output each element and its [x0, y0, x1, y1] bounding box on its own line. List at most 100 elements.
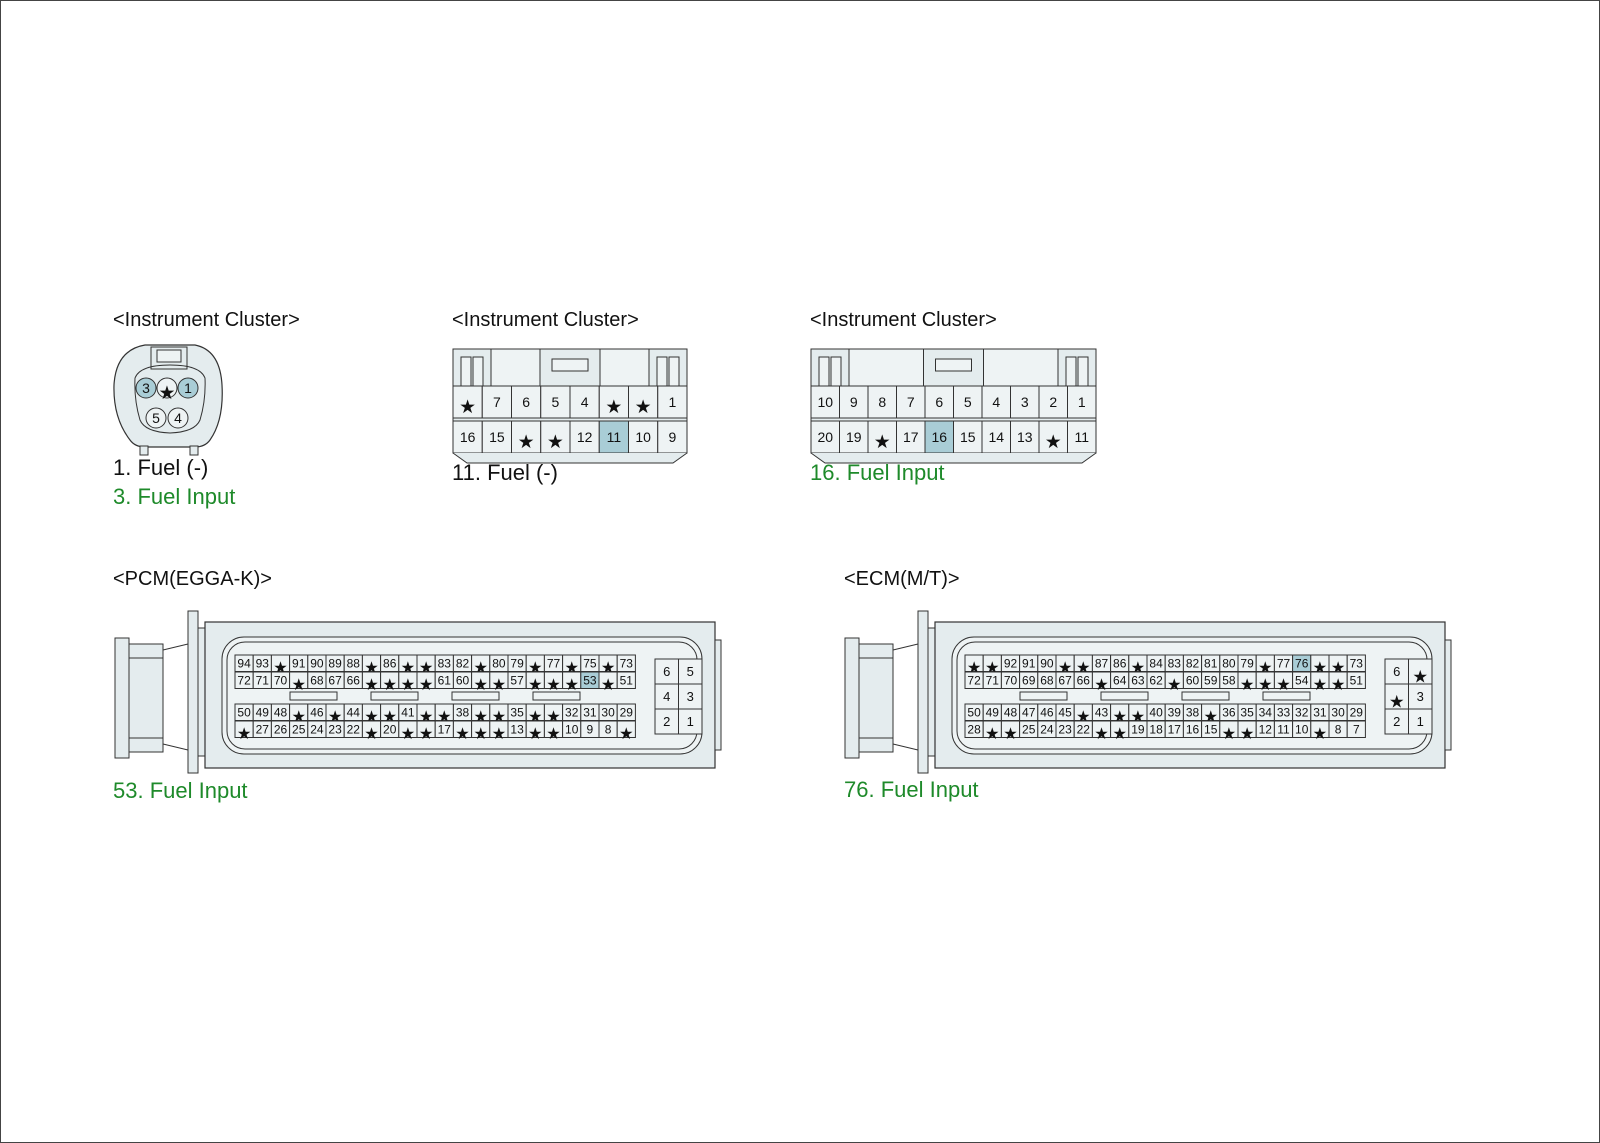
ecm-r1-0-pin-72: 72: [967, 673, 981, 687]
cluster20-r1-9-cell-1: [1067, 385, 1097, 419]
cluster20-r1-6-pin-4: 4: [992, 394, 1000, 410]
pcm-r0-14-pin-80: 80: [492, 656, 506, 670]
pcm-r3-19-pin-9: 9: [587, 722, 594, 736]
pcm-r2-2-pin-48: 48: [274, 705, 288, 719]
cluster20-r2-7-cell-13: [1010, 420, 1040, 454]
cluster16-bottom-lip: [452, 452, 688, 464]
round-pin-label-2: 1: [184, 380, 192, 396]
cluster20-right-tab: [1057, 348, 1097, 387]
pcm-key-0: [289, 691, 338, 701]
ecm-plug: [844, 637, 860, 759]
pcm-r3-7-pin-*: ★: [364, 725, 379, 743]
ecm-r2-11-pin-39: 39: [1168, 705, 1182, 719]
cluster16-r2-6-pin-10: 10: [635, 429, 651, 445]
pcm-r2-12-pin-38: 38: [456, 705, 470, 719]
pcm-r2-0-pin-50: 50: [237, 705, 251, 719]
cluster20-r2-5-pin-15: 15: [960, 429, 976, 445]
pcm-r1-11-pin-61: 61: [438, 673, 452, 687]
pcm-r3-1-pin-27: 27: [256, 722, 270, 736]
ecm-plug-mid: [858, 657, 894, 739]
ecm-r0-7-pin-87: 87: [1095, 656, 1109, 670]
ecm-flange-lines: [892, 643, 919, 751]
cluster20-r1-1-pin-9: 9: [850, 394, 858, 410]
cluster16-r1-4-cell-4: [569, 385, 600, 419]
cluster16-r1-5-pin-*: ★: [605, 397, 622, 418]
ecm-small-2-1-cell-1: [1408, 708, 1433, 735]
ecm-r2-16-pin-34: 34: [1259, 705, 1273, 719]
ecm-r3-7-pin-*: ★: [1094, 725, 1109, 743]
ecm-key-3: [1262, 691, 1311, 701]
pcm-r3-9-pin-*: ★: [401, 725, 416, 743]
cluster16-r1-0-pin-*: ★: [459, 397, 476, 418]
cluster20-left-tab: [810, 348, 850, 387]
pcm-r1-15-pin-57: 57: [510, 673, 524, 687]
ecm-r0-3-pin-91: 91: [1022, 656, 1036, 670]
ecm-r1-18-pin-54: 54: [1295, 673, 1309, 687]
ecm-r2-4-pin-46: 46: [1040, 705, 1054, 719]
pcm-r1-10-pin-*: ★: [419, 676, 434, 694]
cluster16-r1-6-pin-*: ★: [635, 397, 652, 418]
ecm-caption: 76. Fuel Input: [844, 777, 979, 802]
pcm-r1-1-pin-71: 71: [256, 673, 270, 687]
ecm-r3-12-pin-16: 16: [1186, 722, 1200, 736]
ecm-flange: [917, 610, 929, 774]
pcm-flange-lines: [162, 643, 189, 751]
pcm-r2-15-pin-35: 35: [510, 705, 524, 719]
ecm-connector-title: <ECM(M/T)>: [844, 568, 960, 590]
cluster20-r1-0-cell-10: [810, 385, 840, 419]
pcm-r1-3-pin-*: ★: [291, 676, 306, 694]
cluster20-r1-7-pin-3: 3: [1021, 394, 1029, 410]
ecm-r1-19-pin-*: ★: [1313, 676, 1328, 694]
pcm-r3-4-pin-24: 24: [310, 722, 324, 736]
ecm-r3-20-pin-8: 8: [1335, 722, 1342, 736]
pcm-r0-0-pin-94: 94: [237, 656, 251, 670]
pcm-r2-4-pin-46: 46: [310, 705, 324, 719]
cluster20-right-slot-a: [1065, 356, 1077, 387]
round-connector-latch-inner: [156, 349, 182, 363]
ecm-r0-8-pin-86: 86: [1113, 656, 1127, 670]
cluster16-left-slot-a: [460, 356, 472, 387]
pcm-r0-5-pin-89: 89: [328, 656, 342, 670]
cluster20-r2-4-cell-16: [924, 420, 954, 454]
pcm-r0-19-pin-75: 75: [583, 656, 597, 670]
pcm-r1-9-pin-*: ★: [401, 676, 416, 694]
ecm-r1-21-cell-51: [1346, 671, 1366, 689]
ecm-r3-15-pin-*: ★: [1240, 725, 1255, 743]
ecm-r0-17-pin-77: 77: [1277, 656, 1291, 670]
ecm-small-1-0-pin-*: ★: [1389, 691, 1405, 711]
pcm-r3-3-pin-25: 25: [292, 722, 306, 736]
cluster20-r1-0-pin-10: 10: [817, 394, 833, 410]
ecm-r3-4-pin-24: 24: [1040, 722, 1054, 736]
ecm-r0-18-pin-76: 76: [1295, 656, 1309, 670]
ecm-r1-20-pin-*: ★: [1331, 676, 1346, 694]
ecm-small-0-0-pin-6: 6: [1393, 664, 1400, 679]
pcm-r2-21-pin-29: 29: [620, 705, 634, 719]
round-connector-foot-left: [139, 445, 149, 456]
pcm-key-2: [451, 691, 500, 701]
ecm-r2-2-pin-48: 48: [1004, 705, 1018, 719]
cluster20-caption: 16. Fuel Input: [810, 460, 945, 485]
ecm-body-rear: [1444, 639, 1452, 751]
cluster20-r2-5-cell-15: [953, 420, 983, 454]
pcm-r0-8-pin-86: 86: [383, 656, 397, 670]
cluster20-r1-5-cell-5: [953, 385, 983, 419]
cluster16-r2-3-pin-*: ★: [547, 432, 564, 453]
ecm-r3-18-pin-10: 10: [1295, 722, 1309, 736]
cluster20-r1-3-pin-7: 7: [907, 394, 915, 410]
ecm-small-2-0-pin-2: 2: [1393, 714, 1400, 729]
cluster16-r1-5-cell-*: [598, 385, 629, 419]
pcm-r3-13-pin-*: ★: [473, 725, 488, 743]
pcm-small-1-0-pin-4: 4: [663, 689, 670, 704]
ecm-r2-7-pin-43: 43: [1095, 705, 1109, 719]
cluster20-r2-1-pin-19: 19: [846, 429, 862, 445]
round-bottom-pin-label-1: 4: [174, 410, 182, 426]
cluster20-r1-9-pin-1: 1: [1078, 394, 1086, 410]
pcm-r3-17-pin-*: ★: [546, 725, 561, 743]
ecm-r2-5-pin-45: 45: [1058, 705, 1072, 719]
cluster20-r2-4-pin-16: 16: [931, 429, 947, 445]
cluster16-r2-5-pin-11: 11: [607, 429, 622, 445]
pcm-r1-19-pin-53: 53: [583, 673, 597, 687]
ecm-r3-11-pin-17: 17: [1168, 722, 1182, 736]
ecm-r2-0-pin-50: 50: [967, 705, 981, 719]
pcm-r1-0-pin-72: 72: [237, 673, 251, 687]
